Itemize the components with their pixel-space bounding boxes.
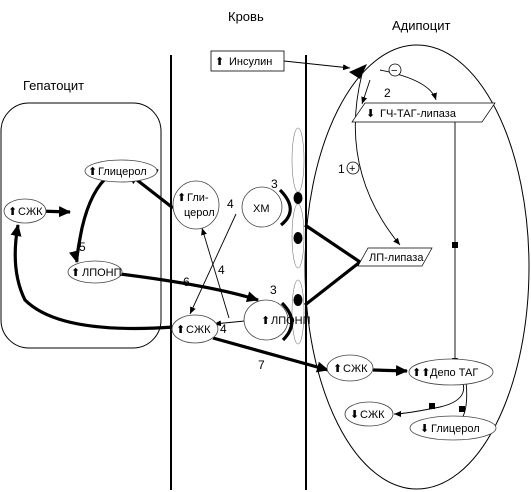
up-arrow-icon: ⬆ xyxy=(261,315,270,327)
marker-square-2 xyxy=(429,403,435,409)
ffa-liver-node: ⬆ СЖК xyxy=(3,198,47,224)
arrow-receptor-inhibit xyxy=(379,69,437,101)
glycerol-out-label: Глицерол xyxy=(431,423,480,435)
glycerol-blood-label-1: Гли- xyxy=(187,192,209,204)
step-number-4a: 4 xyxy=(227,197,234,211)
step-number-5: 5 xyxy=(79,240,86,254)
hsl-lipase-node: ⬇ ГЧ-ТАГ-липаза xyxy=(351,102,496,123)
up-arrow-icon: ⬆ xyxy=(333,363,342,375)
ffa-out-label: СЖК xyxy=(360,409,385,421)
svg-text:+: + xyxy=(349,163,355,175)
insulin-box: ⬆ Инсулин xyxy=(210,50,285,72)
arrow-vldl-export xyxy=(111,271,259,302)
insulin-receptor xyxy=(349,64,367,79)
endothelial-cells xyxy=(291,127,305,345)
lpl-line-vldl xyxy=(304,260,361,307)
ffa-blood-node: ⬆ СЖК xyxy=(171,314,219,344)
arrow-ffa-blood-liver xyxy=(10,224,175,331)
adipocyte-label: Адипоцит xyxy=(392,18,450,33)
glycerol-blood-label-2: церол xyxy=(184,207,215,219)
marker-square-3 xyxy=(459,406,465,412)
vldl-blood-label: ЛПОНП xyxy=(271,315,311,327)
glycerol-liver-node: ⬆ Глицерол xyxy=(84,159,158,183)
vldl-liver-node: ⬆ ЛПОНП xyxy=(67,260,123,284)
glycerol-liver-label: Глицерол xyxy=(98,166,147,178)
hsl-lipase-label: ГЧ-ТАГ-липаза xyxy=(380,108,457,120)
arrow-depot-ffa xyxy=(393,379,465,417)
arrow-vldl-glycerol xyxy=(201,227,230,319)
arrow-ffa-adipo xyxy=(212,336,329,373)
up-arrow-icon: ⬆ xyxy=(71,267,80,279)
hepatocyte-label: Гепатоцит xyxy=(23,78,84,93)
hepatocyte-cell xyxy=(0,102,162,349)
step-number-1: 1 xyxy=(338,162,345,176)
up-arrow-icon: ⬆ xyxy=(177,192,186,204)
down-arrow-icon: ⬇ xyxy=(420,423,429,435)
ffa-adipo-node: ⬆ СЖК xyxy=(326,354,374,382)
lp-lipase-label: ЛП-липаза xyxy=(369,252,424,264)
step-number-7: 7 xyxy=(258,358,265,372)
ffa-blood-label: СЖК xyxy=(186,324,211,336)
lpl-line-xm xyxy=(304,223,361,264)
vldl-blood-node: ⬆ ЛПОНП xyxy=(243,299,311,341)
blood-label: Кровь xyxy=(228,9,264,24)
up-arrow-icon: ⬆ xyxy=(88,166,97,178)
step-number-6: 6 xyxy=(183,275,190,289)
double-up-arrow-icon: ⬆⬆ xyxy=(412,367,430,379)
bracket-vldl xyxy=(280,301,294,342)
step-number-4b: 4 xyxy=(218,263,225,277)
down-arrow-icon: ⬇ xyxy=(366,108,375,120)
down-arrow-icon: ⬇ xyxy=(350,409,359,421)
up-arrow-icon: ⬆ xyxy=(8,206,17,218)
arrow-insulin-receptor xyxy=(283,60,351,71)
insulin-label: Инсулин xyxy=(229,56,272,68)
ffa-adipo-label: СЖК xyxy=(343,363,368,375)
up-arrow-icon: ⬆ xyxy=(215,56,224,68)
arrow-insulin-lpl xyxy=(354,73,401,246)
glycerol-out-node: ⬇ Глицерол xyxy=(409,415,497,441)
bracket-xm xyxy=(278,188,292,227)
minus-symbol: − xyxy=(388,63,402,77)
vldl-liver-label: ЛПОНП xyxy=(82,267,122,279)
chylomicron-node: ХМ xyxy=(241,186,283,228)
arrow-receptor-hsl xyxy=(361,79,371,105)
up-arrow-icon: ⬆ xyxy=(176,324,185,336)
ffa-out-node: ⬇ СЖК xyxy=(344,401,394,427)
step-number-4c: 4 xyxy=(220,322,227,336)
ffa-liver-label: СЖК xyxy=(18,206,43,218)
chylomicron-label: ХМ xyxy=(253,203,270,215)
marker-square-1 xyxy=(452,242,458,248)
depot-tag-label: Депо ТАГ xyxy=(430,367,478,379)
lp-lipase-node: ЛП-липаза xyxy=(357,247,433,267)
svg-text:−: − xyxy=(391,65,397,77)
depot-tag-node: ⬆⬆ Депо ТАГ xyxy=(408,358,494,386)
arrow-ffa-depot xyxy=(372,365,408,377)
glycerol-blood-node: ⬆ Гли- церол xyxy=(172,180,220,230)
step-number-3a: 3 xyxy=(271,177,278,191)
step-number-2: 2 xyxy=(384,86,391,100)
step-number-3b: 3 xyxy=(270,283,277,297)
plus-symbol: + xyxy=(346,161,360,175)
